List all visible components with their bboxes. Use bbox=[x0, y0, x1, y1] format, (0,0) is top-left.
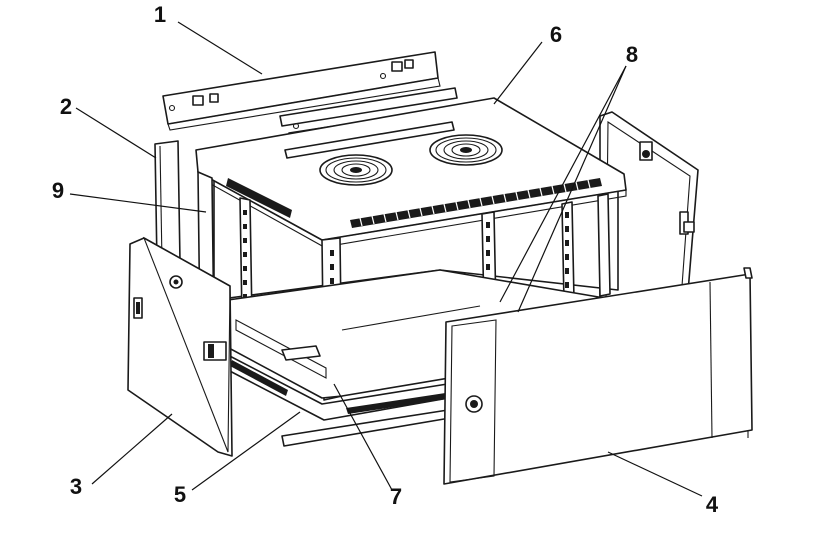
callout-9: 9 bbox=[52, 178, 64, 203]
leader-4 bbox=[607, 451, 703, 497]
leader-9 bbox=[69, 193, 207, 213]
callout-2: 2 bbox=[60, 94, 72, 119]
fan-right bbox=[429, 134, 503, 166]
leader-7 bbox=[333, 383, 393, 491]
callout-numbers: 1 2 9 3 5 7 6 8 4 bbox=[52, 2, 719, 517]
leader-6 bbox=[493, 41, 543, 105]
callout-4: 4 bbox=[706, 492, 719, 517]
leader-1 bbox=[177, 21, 263, 75]
callout-1: 1 bbox=[154, 2, 166, 27]
top-front-vent bbox=[350, 178, 602, 228]
callout-8: 8 bbox=[626, 42, 638, 67]
leader-5 bbox=[191, 411, 301, 491]
leader-2 bbox=[75, 107, 157, 159]
callout-5: 5 bbox=[174, 482, 186, 507]
fan-left bbox=[319, 154, 393, 186]
leader-lines bbox=[69, 21, 703, 497]
front-door-part bbox=[127, 236, 233, 457]
cabinet-body bbox=[195, 97, 627, 447]
leader-3 bbox=[91, 413, 173, 485]
side-panel-part bbox=[154, 140, 181, 265]
right-door-part bbox=[443, 267, 753, 485]
leader-8b bbox=[517, 65, 627, 313]
leader-8a bbox=[499, 65, 627, 303]
callout-6: 6 bbox=[550, 22, 562, 47]
bottom-bracket-part bbox=[281, 409, 451, 447]
callout-3: 3 bbox=[70, 474, 82, 499]
callout-7: 7 bbox=[390, 484, 402, 509]
